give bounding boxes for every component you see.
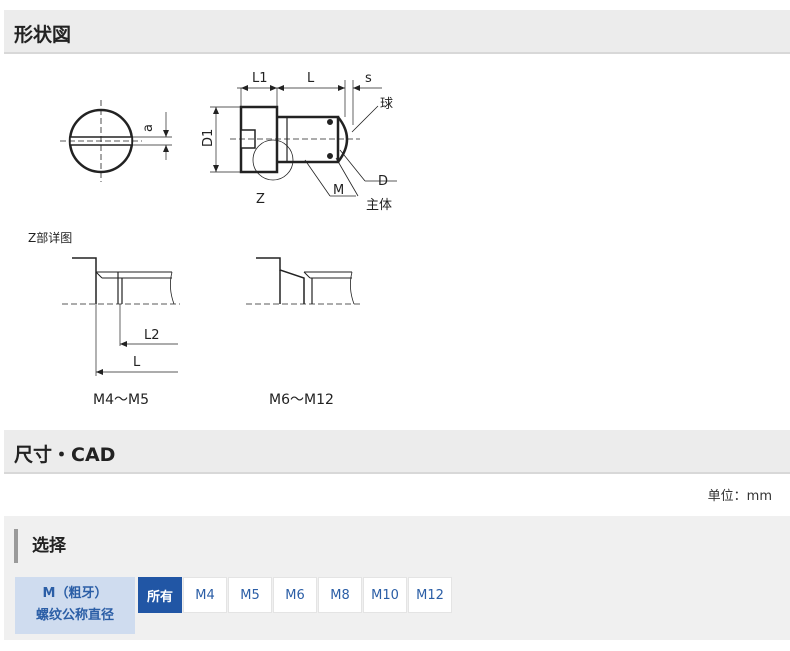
param-label-thread-diameter: M（粗牙） 螺纹公称直径 [15,577,135,634]
detail-title: Z部详图 [28,230,72,245]
selection-title: 选择 [14,529,66,563]
option-m6[interactable]: M6 [273,577,317,613]
option-all[interactable]: 所有 [138,577,182,613]
label-detail-l: L [133,355,141,370]
option-m4[interactable]: M4 [183,577,227,613]
param-label-line1: M（粗牙） [42,586,108,601]
label-l2: L2 [144,328,160,343]
selection-panel: 选择 M（粗牙） 螺纹公称直径 所有 M4 M5 M6 M8 M10 M12 [4,516,790,640]
section-header-dimensions: 尺寸・CAD [4,430,790,474]
param-label-line2: 螺纹公称直径 [35,608,114,623]
label-z: Z [256,192,265,207]
label-m: M [333,183,344,198]
caption-m6-m12: M6～M12 [269,392,334,408]
option-m12[interactable]: M12 [408,577,452,613]
caption-m4-m5: M4～M5 [93,392,149,408]
label-a: a [141,124,156,132]
section-title-shape: 形状図 [14,24,72,46]
label-d: D [378,174,388,189]
label-l: L [307,71,315,86]
label-body: 主体 [366,198,392,213]
label-l1: L1 [252,71,268,86]
option-m10[interactable]: M10 [363,577,407,613]
unit-label: 单位：mm [707,489,772,504]
label-d1: D1 [201,129,216,147]
label-ball: 球 [380,97,393,112]
section-title-dimensions: 尺寸・CAD [14,444,116,466]
ball-tip [337,116,349,163]
section-header-shape: 形状図 [4,10,790,54]
label-s: s [365,71,372,86]
option-group: 所有 M4 M5 M6 M8 M10 M12 [138,577,453,613]
option-m5[interactable]: M5 [228,577,272,613]
shape-drawing: a D1 L1 L s 球 Z M D 主体 Z部详图 L2 L M4～M5 M… [28,71,397,408]
option-m8[interactable]: M8 [318,577,362,613]
